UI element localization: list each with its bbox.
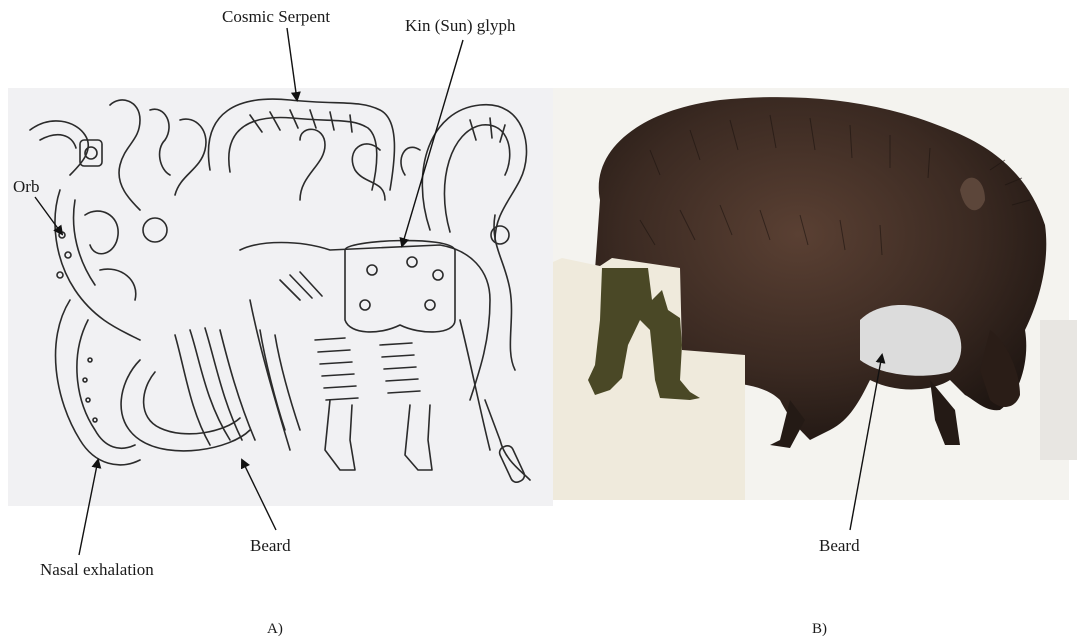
label-cosmic-serpent: Cosmic Serpent xyxy=(222,8,330,25)
panel-letter-a: A) xyxy=(267,622,283,637)
panel-letter-b: B) xyxy=(812,622,827,637)
drawing-background xyxy=(8,88,553,506)
panel-a-drawing xyxy=(8,88,553,506)
label-beard-a: Beard xyxy=(250,537,291,554)
label-beard-b: Beard xyxy=(819,537,860,554)
panel-b-photo xyxy=(553,88,1077,500)
label-kin-glyph: Kin (Sun) glyph xyxy=(405,17,516,34)
label-orb: Orb xyxy=(13,178,39,195)
label-nasal-exhalation: Nasal exhalation xyxy=(40,561,154,578)
